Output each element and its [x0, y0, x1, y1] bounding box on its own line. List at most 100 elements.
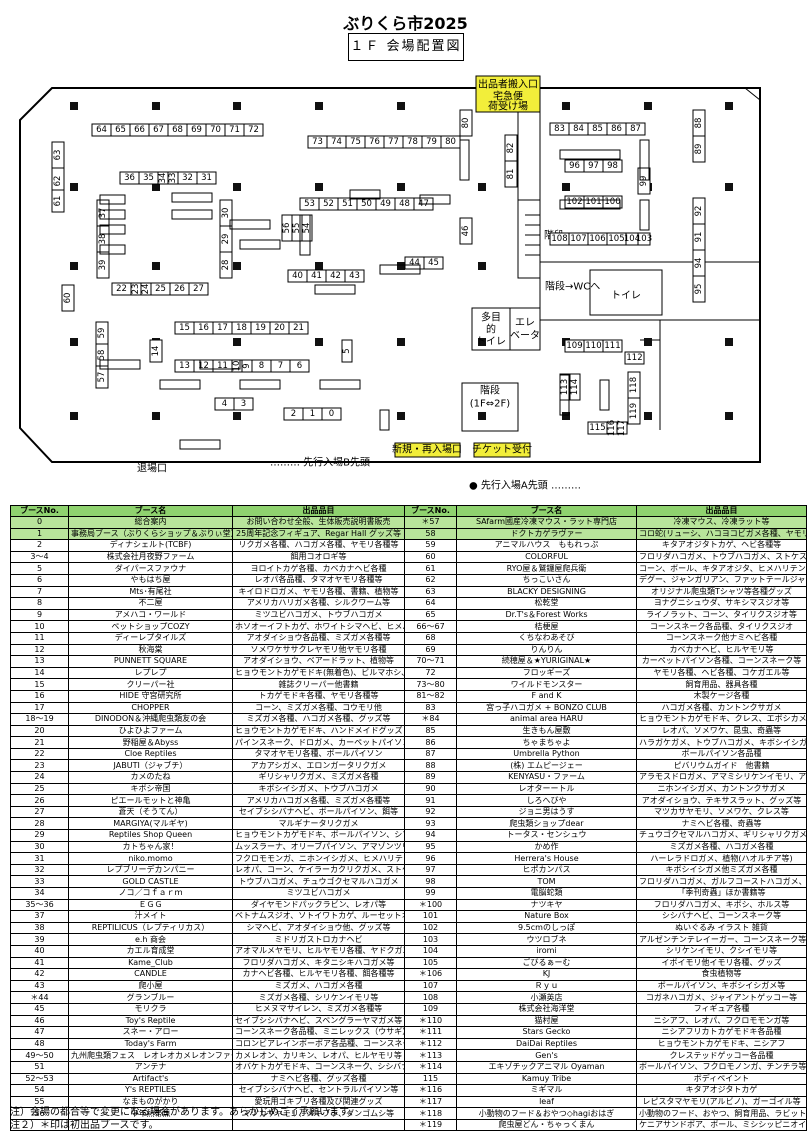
booth-name: Kame_Club: [68, 956, 233, 970]
floor-title: １Ｆ 会場配置図: [348, 33, 464, 61]
booth-number: 42: [330, 271, 341, 281]
booth-items: トウブハコガメ、チュウゴクセマルハコガメ: [232, 875, 405, 888]
booth-number: 111: [604, 341, 620, 351]
booth-number: 32: [182, 173, 193, 183]
booth: 100: [602, 195, 623, 209]
booth-no: 42: [10, 968, 69, 981]
col-header: 出品品目: [232, 505, 405, 517]
booth-number: 119: [629, 403, 639, 419]
booth-number: 8: [259, 361, 264, 371]
booth-name: しろへびや: [456, 794, 637, 807]
booth: 92: [692, 197, 706, 225]
booth-name: Stars Gecko: [456, 1026, 637, 1039]
booth-no: ＊110: [404, 1014, 457, 1028]
booth-number: 80: [461, 118, 471, 129]
booth-name: F and K: [456, 689, 637, 703]
booth: 109: [564, 339, 585, 353]
booth-name: 野稲屋＆Abyss: [68, 736, 233, 749]
booth-items: ダイヤモンドパックラビン、レオパ等: [232, 898, 405, 912]
booth-name: ディナシェルト(TCBF): [68, 539, 233, 552]
booth-items: ハーレラドロガメ、植物(ハオルチア等): [636, 852, 807, 865]
booth-name: 汁メイト: [68, 910, 233, 923]
booth-number: 103: [636, 234, 652, 244]
booth-name: BLACKY DESIGNING: [456, 585, 637, 599]
booth-items: アオマルメヤモリ、ヒルヤモリ各種、ヤドクガエル各種: [232, 944, 405, 958]
booth-no: 0: [10, 516, 69, 529]
booth-items: 雑誌クリーパー他書籍: [232, 678, 405, 691]
booth: 46: [459, 217, 473, 245]
booth-number: 46: [461, 226, 471, 237]
booth-no: 13: [10, 655, 69, 668]
booth: 65: [110, 123, 131, 137]
booth-items: フロリダハコガメ、ガルフコーストハコガメ、雑貨等: [636, 875, 807, 888]
booth-items: コーンスネーク各品種、タイリクスジオ: [636, 620, 807, 633]
booth-name: ペットショップCOZY: [68, 620, 233, 633]
table-header-row: ブースNo. ブース名 出品品目 ブースNo. ブース名 出品品目: [10, 505, 807, 517]
booth-items: ボールパイソン各品種: [636, 747, 807, 761]
booth: 112: [624, 351, 645, 365]
booth-name: 松乾堂: [456, 597, 637, 610]
booth-name: 不二屋: [68, 597, 233, 610]
booth-number: 65: [115, 125, 126, 135]
notes: 注）会場の都合等で変更になる場合があります。あらかじめご了承願います。 注２）＊…: [10, 1106, 358, 1132]
booth-name: ちっこいさん: [456, 573, 637, 587]
booth: 86: [606, 122, 627, 136]
booth-name: りんりん: [456, 643, 637, 657]
booth-items: ミズガメ、ハコガメ各種: [232, 979, 405, 993]
booth-items: アオダイショウ、テキサスラット、グッズ等: [636, 794, 807, 807]
booth-no: 63: [404, 585, 457, 599]
booth-number: 49: [380, 199, 391, 209]
booth-name: ドクトカゲラヴァー: [456, 527, 637, 541]
booth: 74: [326, 135, 347, 149]
floor-plan: 出品者搬入口 宅急便 荷受け場 新規・再入場口 チケット受付 階段 階段→WCへ…: [19, 75, 761, 492]
booth-no: ＊118: [404, 1107, 457, 1120]
booth-items: 食虫植物等: [636, 968, 807, 981]
booth-name: MARGIYA(マルギヤ): [68, 817, 233, 831]
booth-name: leaf: [456, 1095, 637, 1109]
booth: 34: [157, 171, 169, 185]
booth: 53: [299, 197, 320, 211]
booth-items: キタアオジタトカゲ: [636, 1084, 807, 1097]
booth-no: 38: [10, 921, 69, 935]
booth-items: カベカナヘビ、ヒルヤモリ等: [636, 643, 807, 657]
booth-number: 37: [98, 208, 108, 219]
booth-items: カーペットパイソン各種、コーンスネーク等: [636, 655, 807, 668]
table-row: 10ペットショップCOZYホソオーイフトカゲ、ホワイトシマヘビ、ヒメハリテンレッ…: [10, 620, 807, 633]
booth-no: 70～71: [404, 655, 457, 668]
booth-no: 60: [404, 550, 457, 564]
booth: 117: [616, 420, 628, 436]
stairs-big-text: 階段: [480, 384, 500, 397]
priority-a-text: ● 先行入場A先頭 ………: [469, 479, 581, 492]
booth: 82: [504, 134, 518, 162]
booth-name: Today's Farm: [68, 1037, 233, 1051]
booth-no: 40: [10, 944, 69, 958]
booth: 80: [440, 135, 461, 149]
booth-number: 71: [229, 125, 240, 135]
booth: 23: [130, 282, 142, 296]
booth-items: コロンビアレインボーボア各品種、コーンスネーク: [232, 1037, 405, 1051]
elevator: [509, 307, 541, 351]
booth-name: 宮っ子ハコガメ + BONZO CLUB: [456, 701, 637, 715]
booth-number: 84: [573, 124, 584, 134]
booth: 114: [569, 373, 581, 401]
booth-number: 20: [274, 323, 285, 333]
booth-number: 86: [611, 124, 622, 134]
booth-name: やもはち屋: [68, 573, 233, 587]
booth-items: 餌用コオロギ等: [232, 550, 405, 564]
booth-no: 22: [10, 747, 69, 761]
table-row: 14レプレプヒョウモントカゲモドキ(無着色)、ビルマホシ、スキンクヤモリ等72フ…: [10, 666, 807, 680]
booth: 36: [119, 171, 140, 185]
booth: 33: [167, 171, 179, 185]
loading-entrance-label: [475, 75, 541, 113]
booth: 79: [421, 135, 442, 149]
booth-items: キイロドロガメ、ヤモリ各種、書籍、植物等: [232, 585, 405, 599]
booth: 57: [95, 365, 109, 389]
booth: 81: [504, 160, 518, 188]
page-title: ぶりくら市2025: [343, 14, 468, 33]
booth-items: リクガメ各種、ハコガメ各種、ヤモリ各種等: [232, 539, 405, 552]
booth-name: 続穂屋＆★YURIGINAL★: [456, 655, 637, 668]
